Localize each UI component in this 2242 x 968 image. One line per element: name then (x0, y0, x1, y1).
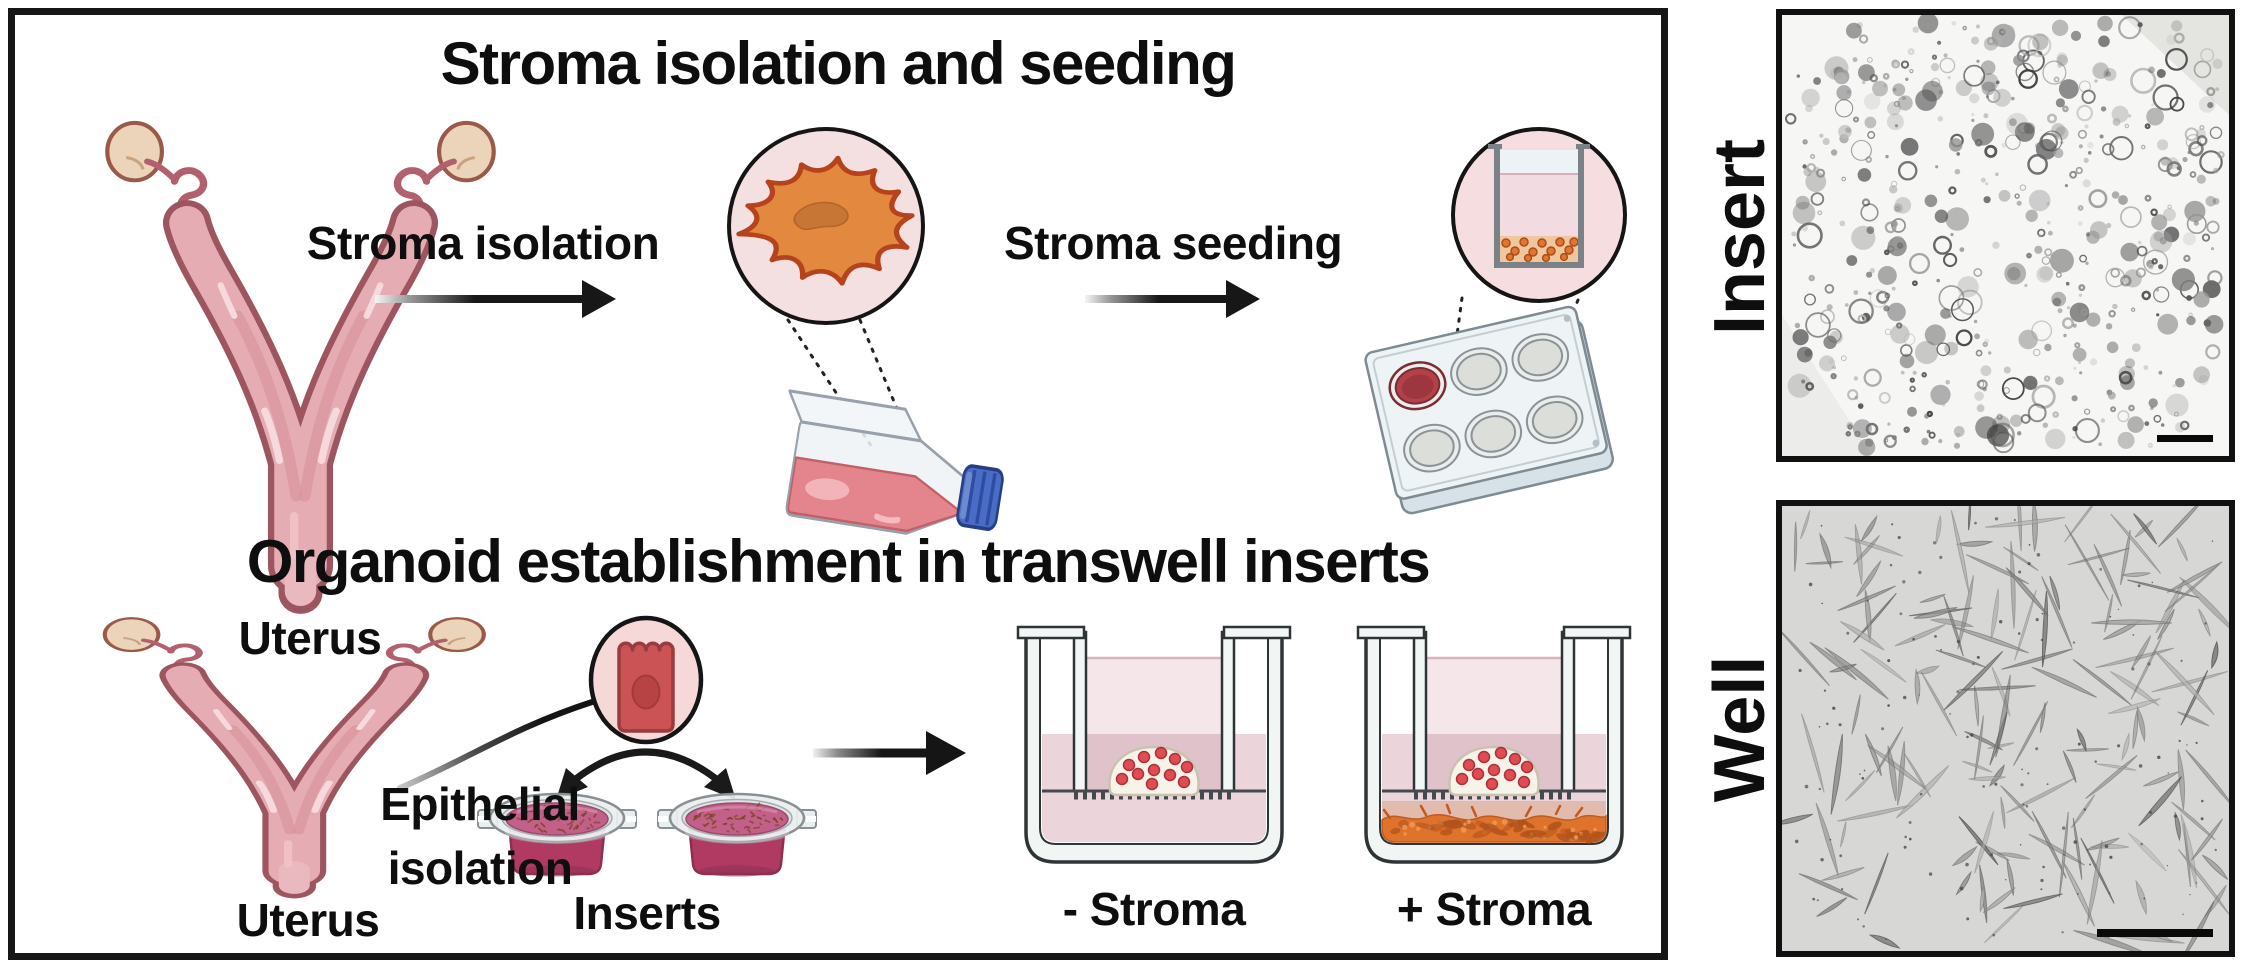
fibroblast-micrograph (1776, 500, 2235, 957)
section-title-organoid: Organoid establishment in transwell inse… (246, 528, 1431, 595)
organoid-micrograph (1776, 9, 2235, 462)
section-title-stroma: Stroma isolation and seeding (440, 30, 1237, 97)
step-label-epithelial-isolation: Epithelial isolation (330, 772, 630, 900)
scale-bar (2097, 929, 2213, 937)
insert-micrograph-label: Insert (1700, 138, 1780, 336)
inserts-label: Inserts (573, 887, 721, 939)
epithelial-line2: isolation (387, 842, 573, 894)
step-label-stroma-seeding: Stroma seeding (1003, 217, 1343, 269)
scale-bar (2157, 435, 2213, 442)
step-label-stroma-isolation: Stroma isolation (306, 217, 660, 269)
epithelial-line1: Epithelial (380, 778, 580, 830)
uterus-label-bottom: Uterus (236, 894, 380, 946)
minus-stroma-label: - Stroma (1062, 883, 1246, 935)
well-micrograph-label: Well (1700, 655, 1780, 803)
plus-stroma-label: + Stroma (1396, 883, 1592, 935)
diagram-panel (8, 8, 1668, 960)
uterus-label-top: Uterus (238, 612, 382, 664)
